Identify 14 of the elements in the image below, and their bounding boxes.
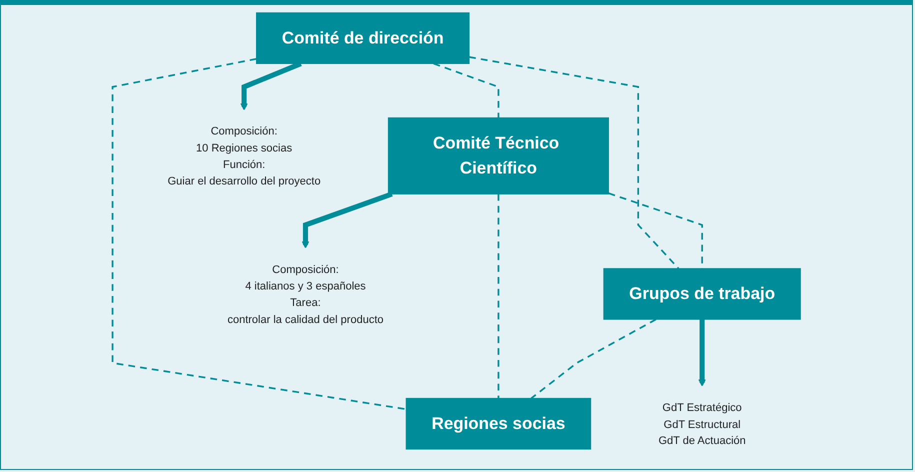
arrow	[302, 192, 393, 249]
node-box: Comité Técnico Científico	[388, 117, 609, 194]
node-text: GdT Estratégico GdT Estructural GdT de Actuación	[658, 400, 746, 446]
connector	[433, 62, 500, 118]
node-box: Grupos de trabajo	[603, 268, 801, 320]
connector	[530, 318, 656, 400]
node-text: Composición: 10 Regiones socias Función: Guiar el desarrollo del proyecto	[168, 124, 321, 187]
connector	[498, 194, 500, 398]
node-box: Regiones socias	[406, 398, 592, 450]
connector	[469, 56, 680, 270]
connector	[112, 58, 406, 410]
arrow	[698, 319, 706, 387]
node-text: Composición: 4 italianos y 3 españoles Tarea: controlar la calidad del producto	[227, 262, 384, 325]
node-box: Comité de dirección	[256, 12, 470, 64]
